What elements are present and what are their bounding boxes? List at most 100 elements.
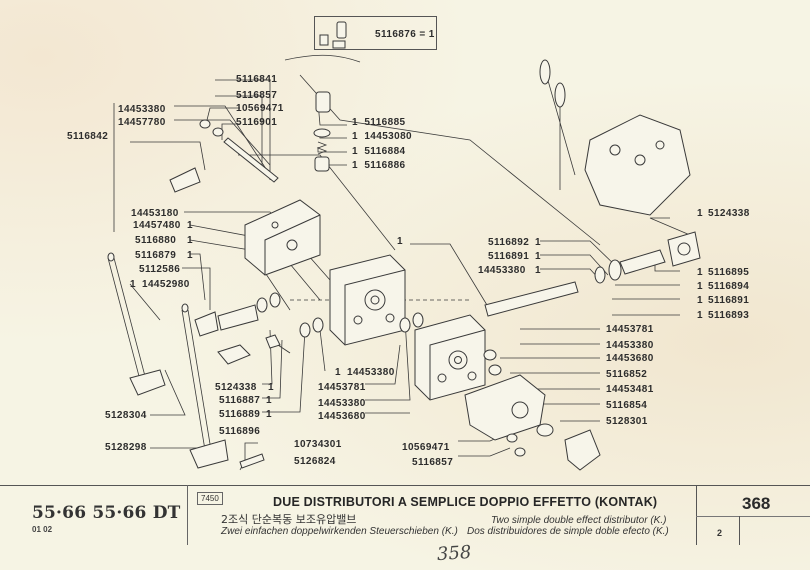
part-label: 5116901 — [236, 117, 278, 128]
title-block-border — [0, 485, 810, 486]
part-label: 5116889 — [219, 409, 261, 420]
sub-number: 2 — [717, 528, 723, 538]
part-label: 5124338 — [215, 382, 257, 393]
part-label: 5116885 — [364, 117, 406, 128]
inset-callout-box: 5116876 = 1 — [314, 16, 437, 50]
part-label: 5128298 — [105, 442, 147, 453]
title-italian: DUE DISTRIBUTORI A SEMPLICE DOPPIO EFFET… — [273, 495, 658, 509]
part-label: 5116893 — [708, 310, 750, 321]
qty: 1 — [187, 235, 193, 246]
group-code: 7450 — [197, 492, 223, 505]
part-label: 5116880 — [135, 235, 177, 246]
part-label: 5116854 — [606, 400, 648, 411]
part-label: 5116857 — [236, 90, 278, 101]
valve-stack-labels: 1 5116885 1 14453080 1 5116884 1 5116886 — [352, 117, 412, 171]
part-label: 5126824 — [294, 456, 336, 467]
page-number: 368 — [742, 494, 771, 513]
valve-body-left — [329, 254, 406, 346]
qty: 1 — [187, 220, 193, 231]
inset-assembly — [539, 59, 691, 216]
inset-callout-text: 5116876 = 1 — [375, 29, 435, 40]
part-label: 5116886 — [364, 160, 406, 171]
valve-body-top — [244, 199, 321, 276]
divider — [187, 485, 188, 545]
valve-stack — [313, 91, 331, 172]
part-label: 5116891 — [488, 251, 530, 262]
part-label: 5116891 — [708, 295, 750, 306]
part-label: 5116857 — [412, 457, 454, 468]
part-label: 14453380 — [478, 265, 526, 276]
qty: 1 — [352, 160, 358, 171]
qty: 1 — [535, 251, 541, 262]
part-label: 14453180 — [131, 208, 179, 219]
part-label: 5116894 — [708, 281, 750, 292]
qty: 1 — [397, 236, 403, 247]
part-label: 5116852 — [606, 369, 648, 380]
part-label: 5116892 — [488, 237, 530, 248]
edition: 01 02 — [32, 525, 53, 534]
levers — [107, 252, 265, 469]
qty: 1 — [697, 295, 703, 306]
title-korean: 2조식 단순복동 보조유압밸브 — [221, 513, 357, 526]
qty: 1 — [268, 382, 274, 393]
part-label: 14453380 — [347, 367, 395, 378]
title-german: Zwei einfachen doppelwirkenden Steuersch… — [221, 526, 458, 537]
qty: 1 — [697, 208, 703, 219]
part-label: 5116895 — [708, 267, 750, 278]
part-label: 5116879 — [135, 250, 177, 261]
divider — [739, 516, 740, 545]
part-label: 14453781 — [606, 324, 654, 335]
part-label: 5116896 — [219, 426, 261, 437]
qty: 1 — [352, 117, 358, 128]
part-label: 14453680 — [318, 411, 366, 422]
title-spanish: Dos distribuidores de simple doble efect… — [467, 526, 669, 537]
qty: 1 — [697, 267, 703, 278]
qty: 1 — [352, 131, 358, 142]
part-label: 10569471 — [236, 103, 284, 114]
part-label: 10734301 — [294, 439, 342, 450]
part-label: 5128304 — [105, 410, 147, 421]
model-name: 55·66 55·66 DT — [32, 503, 181, 523]
divider — [696, 516, 810, 517]
inset-icon — [319, 21, 347, 49]
handwritten-note: 358 — [436, 541, 473, 566]
part-label: 10569471 — [402, 442, 450, 453]
part-label: 5116841 — [236, 74, 278, 85]
part-label: 14453781 — [318, 382, 366, 393]
part-label: 5116884 — [364, 146, 406, 157]
part-label: 14457780 — [118, 117, 166, 128]
end-cover — [464, 374, 546, 441]
qty: 1 — [697, 310, 703, 321]
part-label: 14453380 — [318, 398, 366, 409]
spool — [484, 249, 666, 317]
part-label: 5112586 — [139, 264, 181, 275]
part-label: 5116887 — [219, 395, 261, 406]
part-label: 5128301 — [606, 416, 648, 427]
part-label: 14452980 — [142, 279, 190, 290]
valve-body-right — [414, 314, 486, 401]
qty: 1 — [266, 409, 272, 420]
part-label: 14453380 — [118, 104, 166, 115]
qty: 1 — [187, 250, 193, 261]
part-label: 14457480 — [133, 220, 181, 231]
title-english: Two simple double effect distributor (K.… — [491, 515, 667, 526]
qty: 1 — [266, 395, 272, 406]
flange-cap — [667, 231, 701, 267]
part-label: 14453080 — [364, 131, 413, 142]
part-label: 14453380 — [606, 340, 654, 351]
qty: 1 — [352, 146, 358, 157]
qty: 1 — [697, 281, 703, 292]
part-label: 5116842 — [67, 131, 109, 142]
rings-right — [483, 349, 601, 471]
fittings-left — [169, 119, 424, 365]
part-label: 5124338 — [708, 208, 750, 219]
curve-leader — [284, 54, 361, 63]
part-label: 14453481 — [606, 384, 654, 395]
qty: 1 — [130, 279, 136, 290]
part-label: 14453680 — [606, 353, 654, 364]
qty: 1 — [535, 237, 541, 248]
divider — [696, 485, 697, 545]
qty: 1 — [535, 265, 541, 276]
